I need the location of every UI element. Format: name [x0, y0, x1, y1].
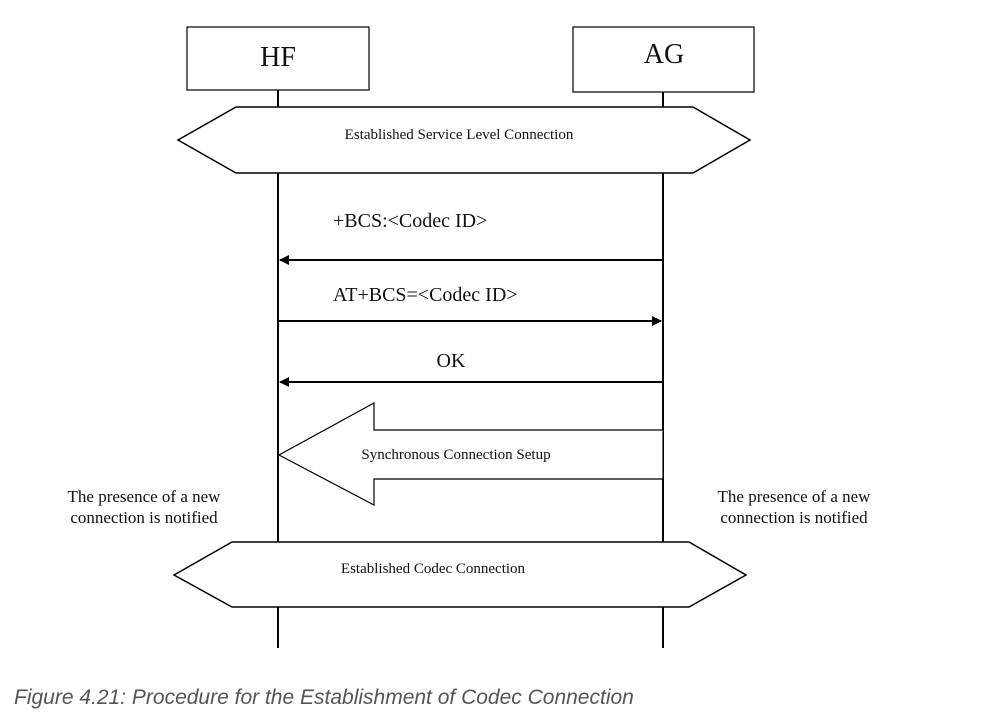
message-ok-label: OK	[437, 350, 466, 372]
note-hf-line-1: The presence of a new	[68, 487, 222, 506]
sync-setup-label: Synchronous Connection Setup	[361, 447, 550, 463]
note-ag-line-1: The presence of a new	[718, 487, 872, 506]
state-service-level-label: Established Service Level Connection	[345, 127, 574, 143]
participant-ag: AG	[572, 26, 755, 93]
figure-caption: Figure 4.21: Procedure for the Establish…	[14, 686, 634, 709]
message-ok: OK	[279, 350, 662, 387]
state-service-level: Established Service Level Connection	[176, 106, 752, 174]
note-ag-line-2: connection is notified	[720, 508, 868, 527]
note-hf-line-2: connection is notified	[70, 508, 218, 527]
message-bcs-label: +BCS:<Codec ID>	[333, 210, 487, 232]
message-bcs: +BCS:<Codec ID>	[279, 210, 662, 265]
note-hf: The presence of a new connection is noti…	[68, 487, 222, 527]
participant-hf: HF	[186, 26, 370, 91]
note-ag: The presence of a new connection is noti…	[718, 487, 872, 527]
state-codec: Established Codec Connection	[172, 541, 748, 608]
message-at-bcs: AT+BCS=<Codec ID>	[279, 284, 662, 326]
participant-hf-label: HF	[260, 42, 296, 73]
message-at-bcs-label: AT+BCS=<Codec ID>	[333, 284, 518, 306]
participant-ag-label: AG	[644, 39, 684, 70]
state-codec-label: Established Codec Connection	[341, 561, 526, 577]
sync-setup-arrow: Synchronous Connection Setup	[277, 401, 664, 506]
